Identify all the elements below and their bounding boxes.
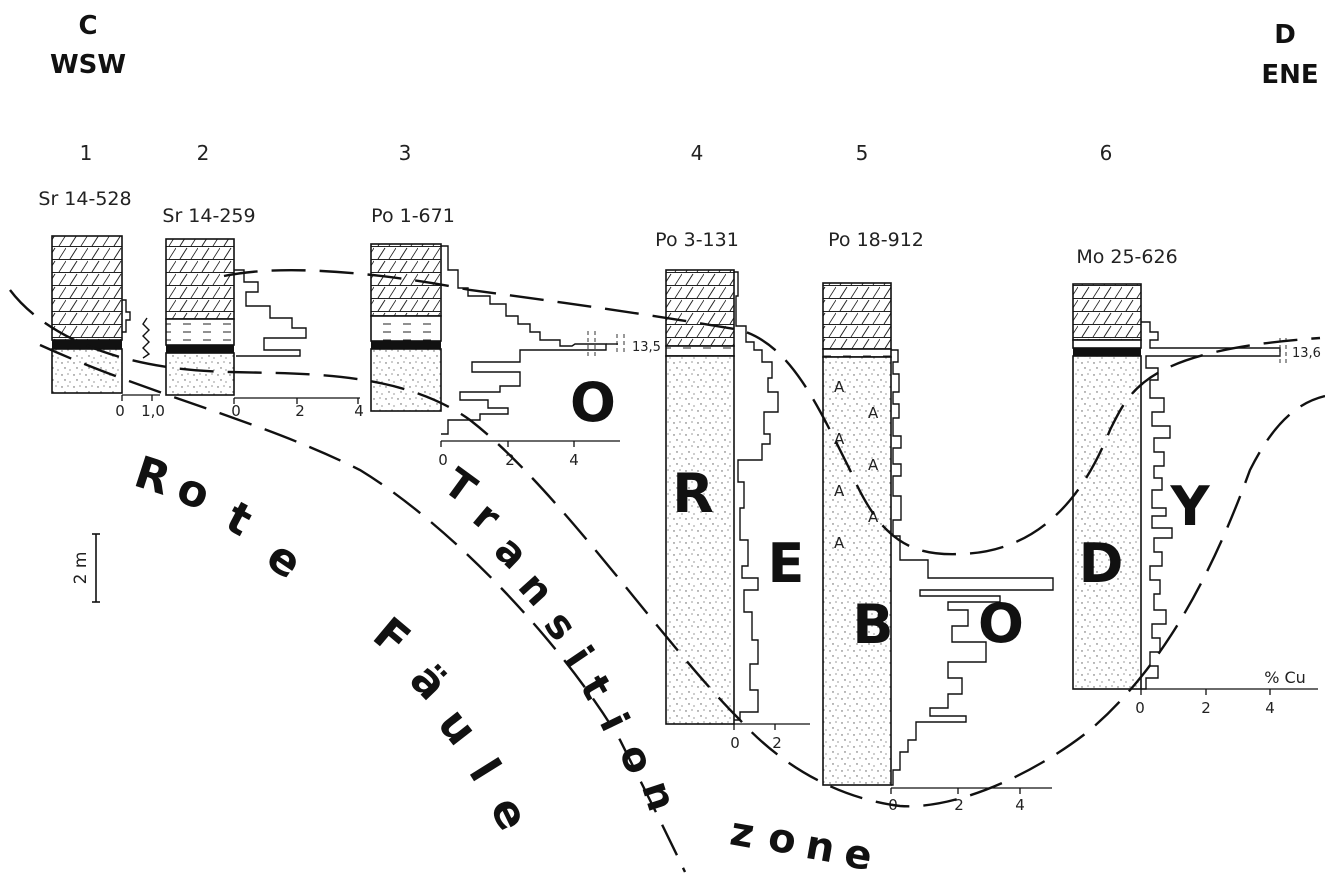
anhydrite-symbol: A	[834, 534, 845, 552]
axis-tick-label: 0	[1135, 699, 1145, 717]
axis-tick-label: 4	[1015, 796, 1025, 814]
axis-unit-label: % Cu	[1264, 668, 1306, 687]
anhydrite-symbol: A	[834, 378, 845, 396]
core-id: Sr 14-259	[162, 205, 255, 227]
core-column-3	[371, 244, 441, 411]
core-column-6	[1073, 284, 1141, 689]
orebody-letter: O	[978, 592, 1024, 655]
orebody-letter: D	[1079, 532, 1124, 595]
axis-tick-label: 0	[730, 734, 740, 752]
orebody-letter: O	[570, 371, 616, 434]
zone-letter: ä	[400, 654, 457, 711]
zone-letter: u	[428, 699, 487, 755]
zone-letter: a	[485, 527, 536, 579]
scale-bar: 2 m	[71, 534, 100, 602]
zone-letter: o	[765, 814, 800, 864]
axis-tick-label: 1,0	[141, 402, 165, 420]
anhydrite-symbol: A	[868, 456, 879, 474]
axis-tick-label: 2	[1201, 699, 1211, 717]
axis-tick-label: 4	[1265, 699, 1275, 717]
zone-letter: l	[459, 750, 510, 790]
zone-letter: t	[218, 492, 261, 547]
zone-letter: n	[509, 563, 562, 615]
zone-letter: z	[727, 809, 758, 858]
zone-letter: e	[480, 789, 539, 838]
zone-letter: R	[128, 447, 176, 506]
axis-tick-label: 4	[354, 402, 364, 420]
orebody-letter: R	[672, 462, 714, 525]
west-direction-label: WSW	[50, 50, 126, 80]
core-id: Po 1-671	[371, 205, 455, 227]
zone-letter: i	[556, 638, 602, 675]
core-id: Mo 25-626	[1076, 246, 1177, 268]
orebody-letter: Y	[1169, 475, 1210, 538]
axis-tick-label: 0	[438, 451, 448, 469]
cu-profile-3: 13,5 0 2 4	[438, 246, 661, 469]
anhydrite-symbol: A	[868, 404, 879, 422]
core-id: Sr 14-528	[38, 188, 131, 210]
zone-letter: s	[535, 602, 586, 649]
cu-profile-5: 0 2 4	[888, 350, 1053, 814]
core-id: Po 3-131	[655, 229, 739, 251]
zone-letter: F	[363, 608, 419, 666]
orebody-letter: E	[768, 532, 805, 595]
transition-zone-label: T r a n s i t i o n	[435, 460, 685, 817]
column-number: 2	[197, 141, 210, 165]
zone-letter: e	[841, 830, 876, 880]
axis-tick-label: 0	[115, 402, 125, 420]
axis-tick-label: 4	[569, 451, 579, 469]
scale-bar-label: 2 m	[71, 552, 91, 585]
cu-profile-6: 13,6 % Cu 0 2 4	[1135, 322, 1321, 717]
column-number: 4	[691, 141, 704, 165]
cu-profile-2: 0 2 4	[231, 270, 364, 420]
east-end-letter: D	[1274, 20, 1296, 50]
anhydrite-symbol: A	[868, 508, 879, 526]
zone-letter: i	[590, 706, 637, 738]
axis-tick-label: 2	[772, 734, 782, 752]
zone-letter: n	[632, 775, 685, 816]
peak-value-label: 13,6	[1292, 346, 1321, 361]
column-number: 3	[399, 141, 412, 165]
orebody-letter: B	[852, 593, 893, 656]
rote-faule-label: R o t e F ä u l e	[128, 447, 538, 839]
zone-letter: r	[464, 493, 509, 541]
column-number: 1	[80, 141, 93, 165]
zone-letter: n	[802, 822, 838, 872]
zone-letter: o	[170, 462, 217, 521]
anhydrite-symbol: A	[834, 482, 845, 500]
column-number: 6	[1100, 141, 1113, 165]
east-direction-label: ENE	[1261, 60, 1318, 90]
west-end-letter: C	[78, 11, 97, 41]
zone-word-label: z o n e	[727, 809, 876, 881]
core-id: Po 18-912	[828, 229, 924, 251]
zone-letter: e	[257, 530, 310, 589]
axis-tick-label: 2	[295, 402, 305, 420]
column-number: 5	[856, 141, 869, 165]
core-column-1	[52, 236, 122, 393]
cu-profile-4: 0 2	[730, 272, 810, 752]
peak-value-label: 13,5	[632, 340, 661, 355]
anhydrite-symbol: A	[834, 430, 845, 448]
zone-letter: o	[610, 738, 663, 781]
